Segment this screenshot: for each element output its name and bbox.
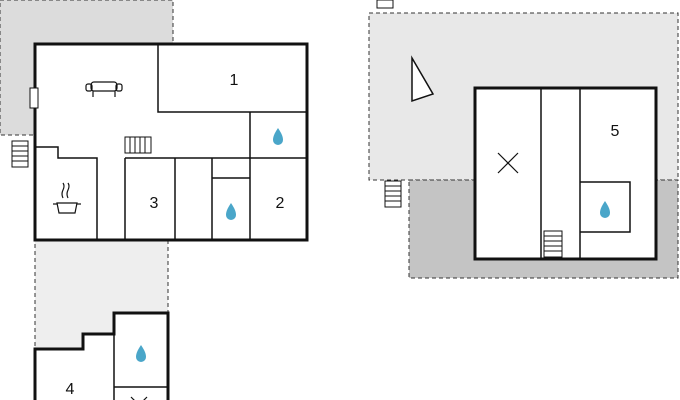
water-drop-icon: [600, 201, 610, 218]
north-arrow-icon: [411, 55, 435, 103]
right-partitions: [540, 88, 631, 258]
sofa-icon: [85, 81, 123, 97]
bottom-left-partitions: [113, 334, 168, 400]
right-building-outline: [473, 86, 658, 261]
room-5-label: 5: [611, 123, 620, 140]
room-3-label: 3: [150, 195, 159, 212]
right-building: [473, 86, 658, 261]
cross-mark-icon: [497, 152, 519, 174]
stairs-right-exterior: [384, 180, 402, 208]
water-drop-icon: [226, 203, 236, 220]
lower-partitions: [36, 146, 251, 240]
stairs-top-small: [376, 0, 394, 9]
room-4-label: 4: [66, 381, 75, 398]
stairs-right-interior: [543, 230, 563, 258]
stairs-left-interior: [124, 136, 152, 154]
window-icon: [29, 87, 39, 109]
cross-mark-icon: [130, 396, 148, 400]
left-building: [29, 42, 309, 242]
water-drop-icon: [136, 345, 146, 362]
left-building-outline: [33, 42, 309, 242]
stairs-left-exterior: [11, 140, 29, 168]
room-2-label: 2: [276, 195, 285, 212]
terrace-top-left: [0, 0, 174, 136]
room-1-walls: [157, 44, 307, 113]
room-1-label: 1: [230, 72, 239, 89]
stairs-icon: [11, 0, 563, 258]
bottom-left-building: [33, 311, 170, 400]
kitchen-pot-icon: [53, 182, 81, 214]
bottom-left-outline: [33, 311, 170, 400]
water-drop-icon: [273, 128, 283, 145]
